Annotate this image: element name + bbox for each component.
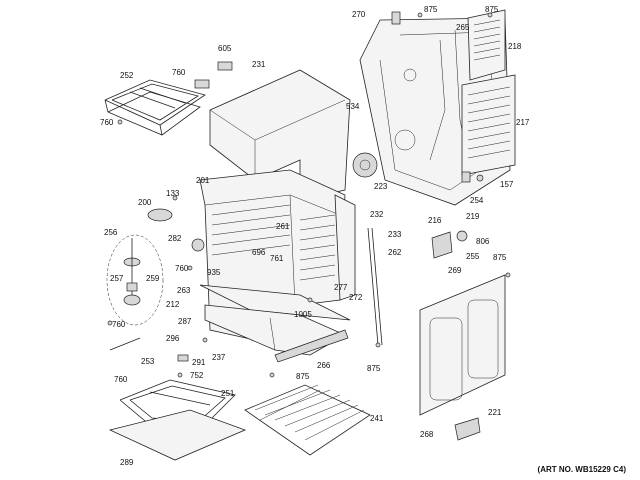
rail-253	[109, 337, 141, 351]
oven-rack	[244, 384, 371, 456]
part-label-223: 223	[374, 182, 388, 191]
part-label-696: 696	[252, 248, 266, 257]
light-socket	[191, 238, 205, 252]
convection-assembly	[106, 234, 164, 326]
part-label-259: 259	[146, 274, 160, 283]
part-label-761: 761	[270, 254, 284, 263]
part-label-265: 265	[456, 23, 470, 32]
bracket-255	[431, 231, 453, 259]
part-label-875: 875	[367, 364, 381, 373]
part-label-272: 272	[349, 293, 363, 302]
part-label-266: 266	[317, 361, 331, 370]
part-label-253: 253	[141, 357, 155, 366]
part-label-231: 231	[252, 60, 266, 69]
part-label-218: 218	[508, 42, 522, 51]
part-label-760: 760	[114, 375, 128, 384]
part-label-257: 257	[110, 274, 124, 283]
part-label-282: 282	[168, 234, 182, 243]
part-label-262: 262	[388, 248, 402, 257]
part-label-935: 935	[207, 268, 221, 277]
part-label-201: 201	[196, 176, 210, 185]
part-label-1005: 1005	[294, 310, 312, 319]
door-inner-panel	[419, 274, 506, 416]
part-label-217: 217	[516, 118, 530, 127]
trim-strip	[367, 227, 379, 346]
part-label-268: 268	[420, 430, 434, 439]
vent-panel-217	[461, 74, 516, 176]
oven-cavity	[199, 169, 346, 351]
latch	[454, 417, 481, 441]
part-label-875: 875	[296, 372, 310, 381]
part-label-157: 157	[500, 180, 514, 189]
part-label-605: 605	[218, 44, 232, 53]
part-label-237: 237	[212, 353, 226, 362]
part-label-241: 241	[370, 414, 384, 423]
part-label-255: 255	[466, 252, 480, 261]
side-panel	[334, 194, 356, 301]
part-label-534: 534	[346, 102, 360, 111]
part-label-277: 277	[334, 283, 348, 292]
part-label-289: 289	[120, 458, 134, 467]
part-label-256: 256	[104, 228, 118, 237]
bracket-605	[217, 61, 233, 71]
part-label-200: 200	[138, 198, 152, 207]
convection-fan	[352, 152, 378, 178]
part-label-270: 270	[352, 10, 366, 19]
part-label-269: 269	[448, 266, 462, 275]
part-label-752: 752	[190, 371, 204, 380]
part-label-875: 875	[493, 253, 507, 262]
part-label-875: 875	[424, 5, 438, 14]
part-label-219: 219	[466, 212, 480, 221]
bake-element	[119, 379, 236, 431]
part-label-232: 232	[370, 210, 384, 219]
part-label-233: 233	[388, 230, 402, 239]
part-label-133: 133	[166, 189, 180, 198]
part-label-252: 252	[120, 71, 134, 80]
part-label-760: 760	[112, 320, 126, 329]
bake-pan	[108, 409, 247, 461]
part-label-263: 263	[177, 286, 191, 295]
part-label-296: 296	[166, 334, 180, 343]
part-label-291: 291	[192, 358, 206, 367]
part-label-254: 254	[470, 196, 484, 205]
part-label-261: 261	[276, 222, 290, 231]
broil-element	[104, 79, 210, 136]
part-label-221: 221	[488, 408, 502, 417]
part-label-760: 760	[175, 264, 189, 273]
part-label-760: 760	[100, 118, 114, 127]
part-label-806: 806	[476, 237, 490, 246]
light-lens	[147, 208, 173, 222]
part-label-875: 875	[485, 5, 499, 14]
part-label-760: 760	[172, 68, 186, 77]
part-label-287: 287	[178, 317, 192, 326]
drawer-slide	[274, 329, 349, 363]
art-number: (ART NO. WB15229 C4)	[537, 465, 626, 474]
part-label-212: 212	[166, 300, 180, 309]
part-label-251: 251	[221, 389, 235, 398]
vent-panel-218	[467, 9, 506, 81]
part-label-216: 216	[428, 216, 442, 225]
